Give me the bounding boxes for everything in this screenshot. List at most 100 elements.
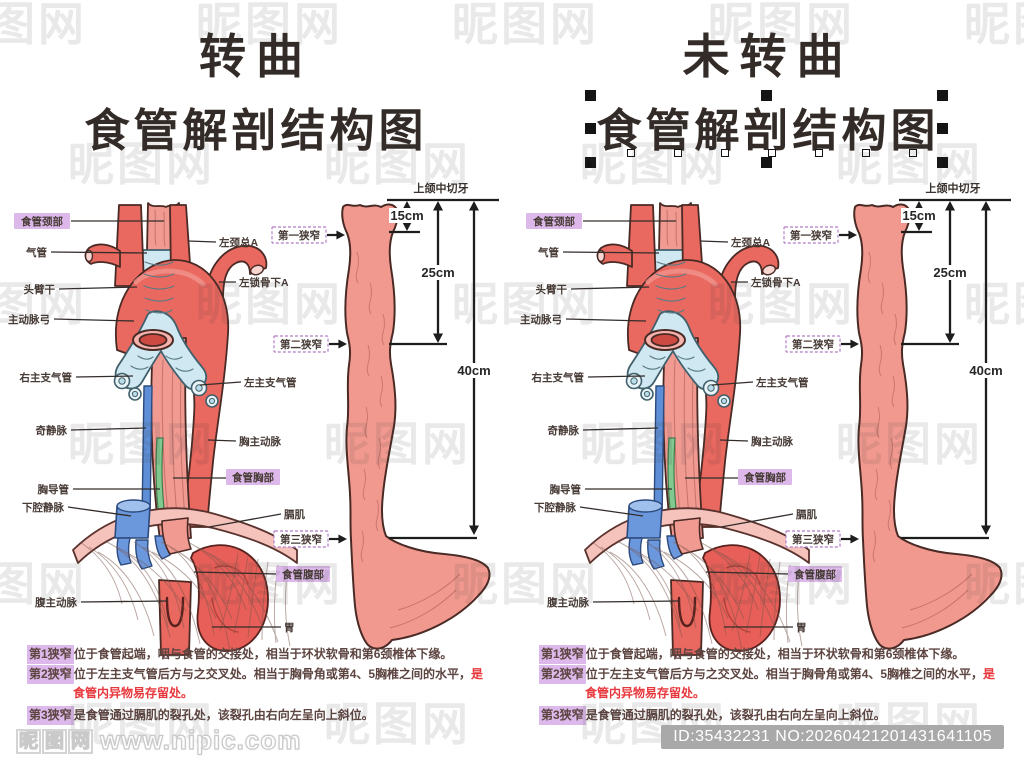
note-3: 第3狭窄是食管通过膈肌的裂孔处，该裂孔由右向左呈向上斜位。 bbox=[27, 706, 493, 725]
label-esophagus-thoracic: 食管胸部 bbox=[173, 469, 280, 485]
label-text-constriction-3: 第三狭窄 bbox=[792, 533, 834, 546]
label-text-constriction-2: 第二狭窄 bbox=[792, 338, 834, 351]
label-text-thoracic-aorta: 胸主动脉 bbox=[239, 435, 281, 448]
selection-handle[interactable] bbox=[936, 156, 948, 168]
note-text: 位于左主支气管后方与之交叉处。相当于胸骨角或第4、5胸椎之间的水平， bbox=[585, 667, 984, 681]
label-aortic-arch: 主动脉弓 bbox=[520, 313, 647, 326]
label-constriction-2: 第二狭窄 bbox=[273, 335, 347, 353]
anatomy-figure: 15cm25cm40cm食管颈部气管头臂干主动脉弓右主支气管奇静脉胸导管下腔静脉… bbox=[8, 181, 499, 656]
note-text: 位于食管起端，咽与食管的交接处，相当于环状软骨和第6颈椎体下缘。 bbox=[585, 647, 965, 661]
label-inferior-vena-cava: 下腔静脉 bbox=[534, 501, 644, 517]
label-thoracic-duct: 胸导管 bbox=[38, 483, 160, 496]
label-text-upper-incisor: 上颌中切牙 bbox=[414, 181, 469, 195]
label-text-esophagus-abdominal: 食管腹部 bbox=[793, 568, 836, 581]
label-text-abdominal-aorta: 腹主动脉 bbox=[547, 596, 589, 609]
label-text-upper-incisor: 上颌中切牙 bbox=[926, 181, 981, 195]
label-text-abdominal-aorta: 腹主动脉 bbox=[35, 596, 77, 609]
selection-handle[interactable] bbox=[584, 156, 596, 168]
note-1: 第1狭窄位于食管起端，咽与食管的交接处，相当于环状软骨和第6颈椎体下缘。 bbox=[539, 645, 1005, 664]
panel-title-main: 食管解剖结构图 bbox=[596, 105, 940, 156]
selection-handle[interactable] bbox=[760, 156, 772, 168]
note-emphasis-text: 是食管内异物易存留处。 bbox=[73, 667, 484, 700]
label-azygos-vein: 奇静脉 bbox=[548, 424, 659, 437]
label-text-inferior-vena-cava: 下腔静脉 bbox=[534, 501, 576, 514]
note-chip: 第2狭窄 bbox=[539, 665, 586, 684]
selection-handle[interactable] bbox=[584, 89, 596, 101]
label-text-azygos-vein: 奇静脉 bbox=[548, 424, 580, 437]
label-text-trachea: 气管 bbox=[537, 246, 559, 259]
note-text: 是食管通过膈肌的裂孔处，该裂孔由右向左呈向上斜位。 bbox=[73, 708, 374, 722]
note-chip: 第1狭窄 bbox=[27, 645, 74, 664]
label-text-left-common-carotid: 左颈总A bbox=[730, 236, 770, 249]
label-text-esophagus-neck: 食管颈部 bbox=[20, 215, 63, 228]
label-thoracic-aorta: 胸主动脉 bbox=[719, 435, 793, 448]
label-text-esophagus-thoracic: 食管胸部 bbox=[743, 471, 786, 484]
note-chip: 第3狭窄 bbox=[27, 706, 74, 725]
label-constriction-1: 第一狭窄 bbox=[783, 226, 857, 244]
label-left-subclavian: 左锁骨下A bbox=[731, 276, 801, 289]
notes-block: 第1狭窄位于食管起端，咽与食管的交接处，相当于环状软骨和第6颈椎体下缘。第2狭窄… bbox=[27, 645, 493, 726]
label-inferior-vena-cava: 下腔静脉 bbox=[22, 501, 132, 517]
label-text-left-main-bronchus: 左主支气管 bbox=[755, 376, 809, 389]
character-anchor-handle[interactable] bbox=[721, 149, 729, 157]
label-esophagus-abdominal: 食管腹部 bbox=[193, 566, 330, 582]
label-text-left-subclavian: 左锁骨下A bbox=[238, 276, 289, 289]
note-chip: 第2狭窄 bbox=[27, 665, 74, 684]
character-anchor-handle[interactable] bbox=[768, 149, 776, 157]
label-text-thoracic-duct: 胸导管 bbox=[550, 483, 582, 496]
selection-handle[interactable] bbox=[936, 89, 948, 101]
label-constriction-3: 第三狭窄 bbox=[273, 530, 347, 548]
label-text-esophagus-abdominal: 食管腹部 bbox=[281, 568, 324, 581]
label-text-left-common-carotid: 左颈总A bbox=[218, 236, 258, 249]
label-left-subclavian: 左锁骨下A bbox=[219, 276, 289, 289]
note-1: 第1狭窄位于食管起端，咽与食管的交接处，相当于环状软骨和第6颈椎体下缘。 bbox=[27, 645, 493, 664]
label-text-inferior-vena-cava: 下腔静脉 bbox=[22, 501, 64, 514]
note-text: 是食管通过膈肌的裂孔处，该裂孔由右向左呈向上斜位。 bbox=[585, 708, 886, 722]
label-diaphragm: 膈肌 bbox=[208, 509, 305, 528]
label-thoracic-duct: 胸导管 bbox=[550, 483, 672, 496]
anatomy-illustration bbox=[72, 202, 298, 656]
character-anchor-handle[interactable] bbox=[815, 149, 823, 157]
label-azygos-vein: 奇静脉 bbox=[36, 424, 147, 437]
label-text-trachea: 气管 bbox=[25, 246, 47, 259]
logo-character: 网 bbox=[68, 729, 94, 754]
label-text-constriction-1: 第一狭窄 bbox=[278, 229, 320, 242]
label-text-diaphragm: 膈肌 bbox=[283, 509, 305, 521]
label-text-constriction-3: 第三狭窄 bbox=[280, 533, 322, 546]
dimension-label-dist_40: 40cm bbox=[969, 363, 1002, 378]
label-text-stomach: 胃 bbox=[796, 622, 807, 634]
character-anchor-handle[interactable] bbox=[674, 149, 682, 157]
note-text: 位于左主支气管后方与之交叉处。相当于胸骨角或第4、5胸椎之间的水平， bbox=[73, 667, 472, 681]
label-right-main-bronchus: 右主支气管 bbox=[531, 371, 646, 384]
nipic-logo-url: www.nipic.com bbox=[99, 724, 302, 755]
character-anchor-handle[interactable] bbox=[862, 149, 870, 157]
logo-character: 昵 bbox=[16, 729, 42, 754]
selection-handle[interactable] bbox=[584, 123, 596, 134]
panel-title-top: 转曲 bbox=[199, 30, 313, 83]
selection-handle[interactable] bbox=[936, 123, 948, 134]
selection-handle[interactable] bbox=[760, 89, 772, 101]
label-constriction-1: 第一狭窄 bbox=[271, 226, 345, 244]
label-esophagus-abdominal: 食管腹部 bbox=[705, 566, 842, 582]
label-text-esophagus-thoracic: 食管胸部 bbox=[231, 471, 274, 484]
label-left-main-bronchus: 左主支气管 bbox=[711, 376, 809, 389]
note-text: 位于食管起端，咽与食管的交接处，相当于环状软骨和第6颈椎体下缘。 bbox=[73, 647, 453, 661]
character-anchor-handle[interactable] bbox=[909, 149, 917, 157]
label-diaphragm: 膈肌 bbox=[720, 509, 817, 528]
notes-block: 第1狭窄位于食管起端，咽与食管的交接处，相当于环状软骨和第6颈椎体下缘。第2狭窄… bbox=[539, 645, 1005, 726]
dimension-label-dist_40: 40cm bbox=[457, 363, 490, 378]
character-anchor-handle[interactable] bbox=[627, 149, 635, 157]
label-text-esophagus-neck: 食管颈部 bbox=[532, 215, 575, 228]
label-upper-incisor: 上颌中切牙 bbox=[926, 181, 981, 195]
label-text-constriction-2: 第二狭窄 bbox=[280, 338, 322, 351]
label-text-diaphragm: 膈肌 bbox=[795, 509, 817, 521]
label-text-azygos-vein: 奇静脉 bbox=[36, 424, 68, 437]
label-abdominal-aorta: 腹主动脉 bbox=[547, 596, 680, 609]
label-constriction-3: 第三狭窄 bbox=[785, 530, 859, 548]
